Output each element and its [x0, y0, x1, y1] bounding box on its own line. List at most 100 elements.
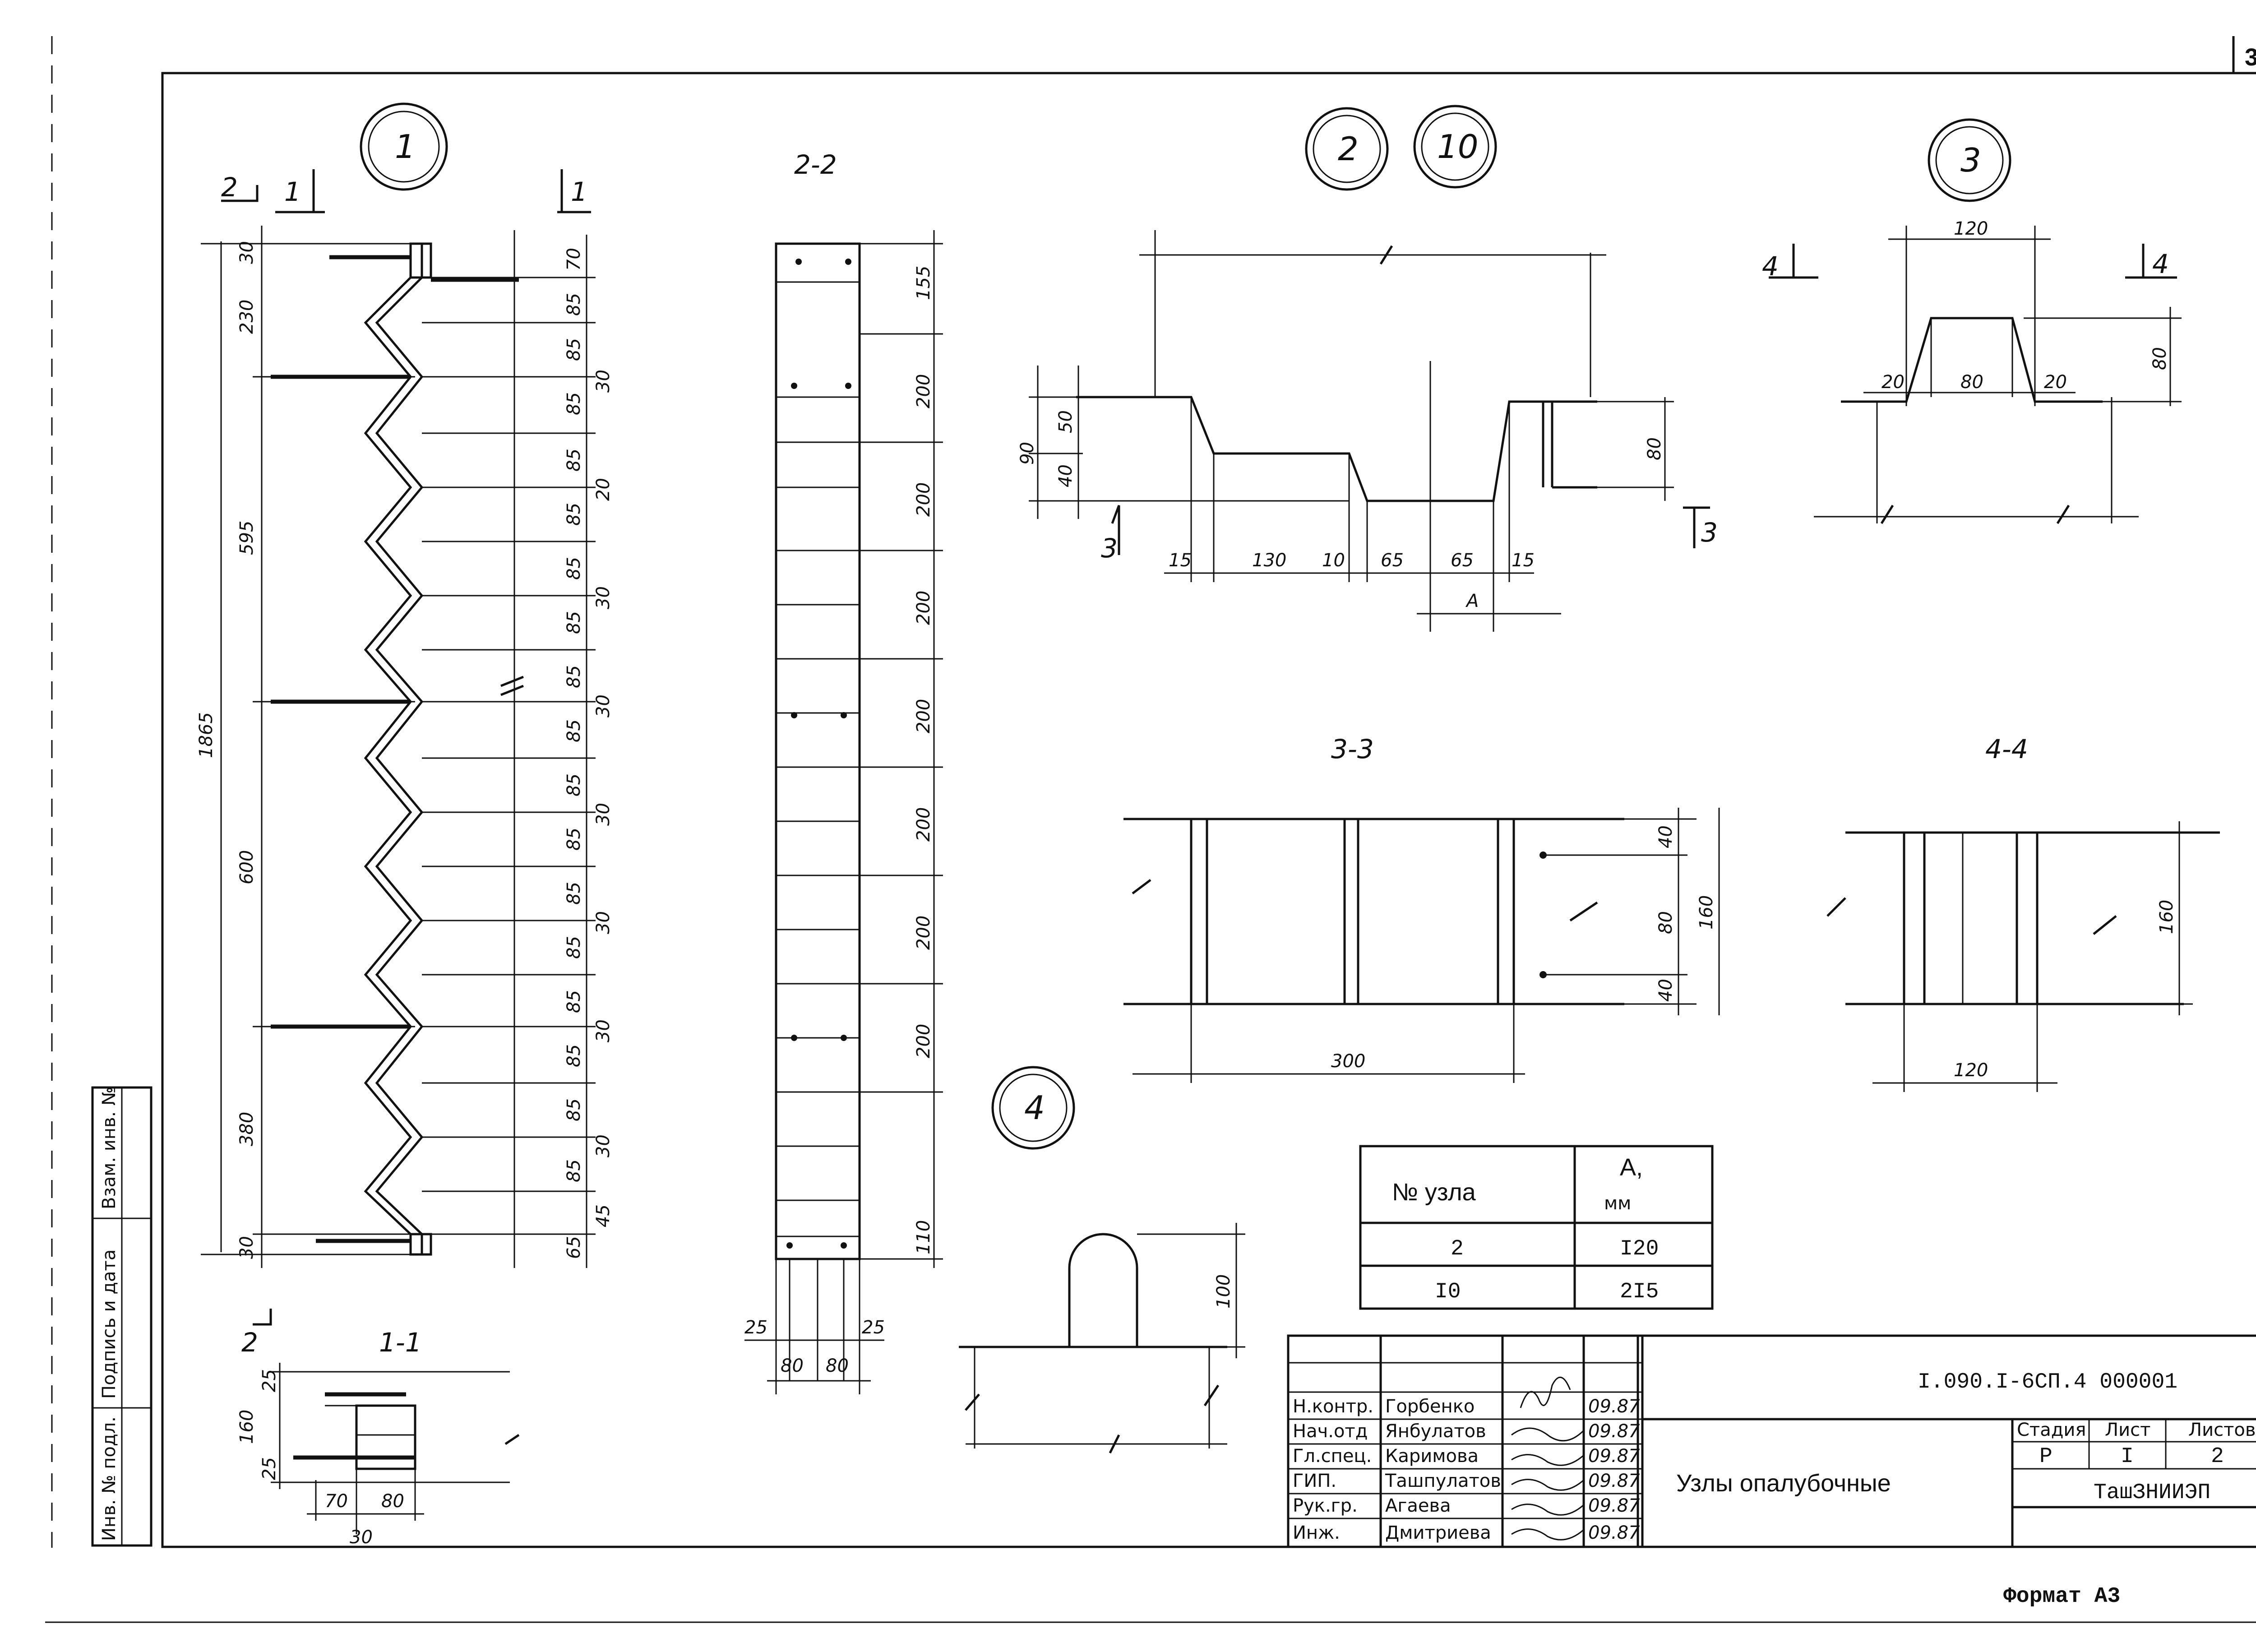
- node-table-header-a: А,: [1620, 1154, 1643, 1181]
- tb-date: 09.87: [1588, 1446, 1640, 1467]
- svg-text:80: 80: [2150, 347, 2170, 370]
- cut-mark-2b: 2: [241, 1327, 258, 1358]
- svg-text:30: 30: [593, 1019, 614, 1042]
- svg-text:85: 85: [564, 936, 584, 959]
- svg-text:160: 160: [2156, 900, 2177, 934]
- svg-text:85: 85: [564, 828, 584, 851]
- cut-mark-3a: 3: [1101, 533, 1118, 564]
- tb-doc-code: I.090.I-6СП.4 000001: [1918, 1370, 2177, 1394]
- tb-role: Нач.отд: [1293, 1421, 1368, 1442]
- svg-text:50: 50: [1055, 410, 1076, 433]
- tb-date: 09.87: [1588, 1396, 1640, 1417]
- tb-date: 09.87: [1588, 1522, 1640, 1543]
- svg-text:65: 65: [1451, 550, 1474, 571]
- format-label: Формат А3: [2003, 1584, 2120, 1609]
- svg-text:85: 85: [564, 990, 584, 1013]
- svg-text:30: 30: [593, 586, 614, 609]
- svg-text:30: 30: [593, 370, 614, 393]
- node-table-row-node: 2: [1451, 1237, 1464, 1261]
- svg-text:160: 160: [1696, 895, 1717, 930]
- svg-text:1: 1: [395, 128, 416, 166]
- svg-text:10: 10: [1322, 550, 1345, 571]
- svg-text:120: 120: [1954, 1060, 1988, 1081]
- svg-text:80: 80: [781, 1356, 804, 1376]
- tb-stage-value: Р: [2039, 1444, 2053, 1469]
- side-stamp-inv: Инв. № подл.: [99, 1416, 120, 1541]
- section-label-1-1: 1-1: [379, 1327, 422, 1358]
- cut-mark-4a: 4: [1762, 251, 1779, 282]
- tb-stage-header: Листов: [2188, 1420, 2256, 1440]
- section-4-4: 160 120: [1826, 821, 2220, 1092]
- tb-stage-value: 2: [2211, 1444, 2224, 1469]
- svg-text:15: 15: [1512, 550, 1535, 571]
- svg-text:155: 155: [913, 266, 934, 300]
- tb-stage-header: Лист: [2105, 1420, 2150, 1440]
- node-table: № узла А, мм 2 I20 I0 2I5: [1359, 1145, 1714, 1310]
- svg-text:30: 30: [593, 803, 614, 826]
- section-label-3-3: 3-3: [1331, 734, 1374, 764]
- title-block: Н.контр. Горбенко 09.87 Нач.отд Янбулато…: [1287, 1334, 2256, 1548]
- svg-text:200: 200: [913, 1024, 934, 1058]
- node-table-row-node: I0: [1435, 1280, 1461, 1304]
- svg-text:30: 30: [236, 241, 257, 264]
- tb-name: Каримова: [1385, 1446, 1479, 1467]
- cut-mark-1a: 1: [284, 176, 301, 207]
- svg-text:40: 40: [1055, 464, 1076, 487]
- svg-text:200: 200: [913, 374, 934, 408]
- svg-text:30: 30: [593, 911, 614, 934]
- svg-text:20: 20: [593, 478, 614, 501]
- svg-text:40: 40: [1655, 979, 1676, 1002]
- section-1-1: 2 25 160 25 70 80 30: [236, 1309, 520, 1548]
- svg-text:85: 85: [564, 338, 584, 361]
- svg-text:70: 70: [564, 248, 584, 271]
- svg-text:10: 10: [1437, 128, 1479, 166]
- cut-mark-2a: 2: [221, 172, 238, 203]
- tb-role: Рук.гр.: [1293, 1495, 1358, 1516]
- tb-name: Янбулатов: [1385, 1421, 1486, 1442]
- section-2-2-strip: 155 200 200 200 200 200 200 200 110 25 8…: [744, 230, 943, 1394]
- svg-text:80: 80: [1655, 911, 1676, 934]
- node-marker-2: 2: [1305, 107, 1389, 191]
- svg-text:25: 25: [259, 1369, 280, 1392]
- svg-text:110: 110: [913, 1220, 934, 1254]
- tb-role: Гл.спец.: [1293, 1446, 1372, 1467]
- svg-text:25: 25: [259, 1457, 280, 1480]
- svg-text:80: 80: [381, 1491, 404, 1512]
- svg-text:100: 100: [1213, 1274, 1234, 1309]
- tb-date: 09.87: [1588, 1421, 1640, 1442]
- side-stamp-sign: Подпись и дата: [99, 1249, 120, 1399]
- svg-text:70: 70: [325, 1491, 348, 1512]
- node4-detail: 100: [959, 1223, 1245, 1454]
- svg-text:600: 600: [236, 850, 257, 884]
- svg-text:20: 20: [1882, 372, 1905, 393]
- svg-text:85: 85: [564, 882, 584, 905]
- svg-text:85: 85: [564, 449, 584, 472]
- svg-text:20: 20: [2044, 372, 2067, 393]
- svg-text:200: 200: [913, 916, 934, 950]
- node-marker-10: 10: [1413, 105, 1497, 189]
- svg-text:A: A: [1465, 591, 1479, 611]
- svg-text:1865: 1865: [196, 712, 217, 758]
- svg-text:130: 130: [1252, 550, 1286, 571]
- tb-title: Узлы опалубочные: [1676, 1470, 1891, 1497]
- node2-profile: 3 3 90 50 40 15 130 10 65 65 15 A 80: [1017, 230, 1718, 632]
- node-marker-1: 1: [360, 102, 448, 191]
- svg-text:85: 85: [564, 665, 584, 688]
- svg-text:160: 160: [236, 1410, 257, 1444]
- node-marker-3: 3: [1928, 118, 2011, 202]
- svg-text:30: 30: [350, 1527, 373, 1548]
- svg-text:595: 595: [236, 521, 257, 555]
- tb-name: Агаева: [1385, 1495, 1451, 1516]
- svg-text:25: 25: [744, 1317, 767, 1338]
- svg-text:4: 4: [1024, 1089, 1045, 1127]
- svg-text:45: 45: [593, 1204, 614, 1227]
- cut-mark-4b: 4: [2152, 249, 2169, 279]
- node-table-header-node: № узла: [1392, 1179, 1476, 1206]
- svg-text:85: 85: [564, 719, 584, 742]
- svg-text:40: 40: [1655, 825, 1676, 848]
- page-number: 33: [2245, 44, 2256, 71]
- tb-stage-value: I: [2121, 1444, 2134, 1469]
- tb-org: ТашЗНИИЭП: [2094, 1481, 2210, 1505]
- svg-text:2: 2: [1338, 130, 1359, 168]
